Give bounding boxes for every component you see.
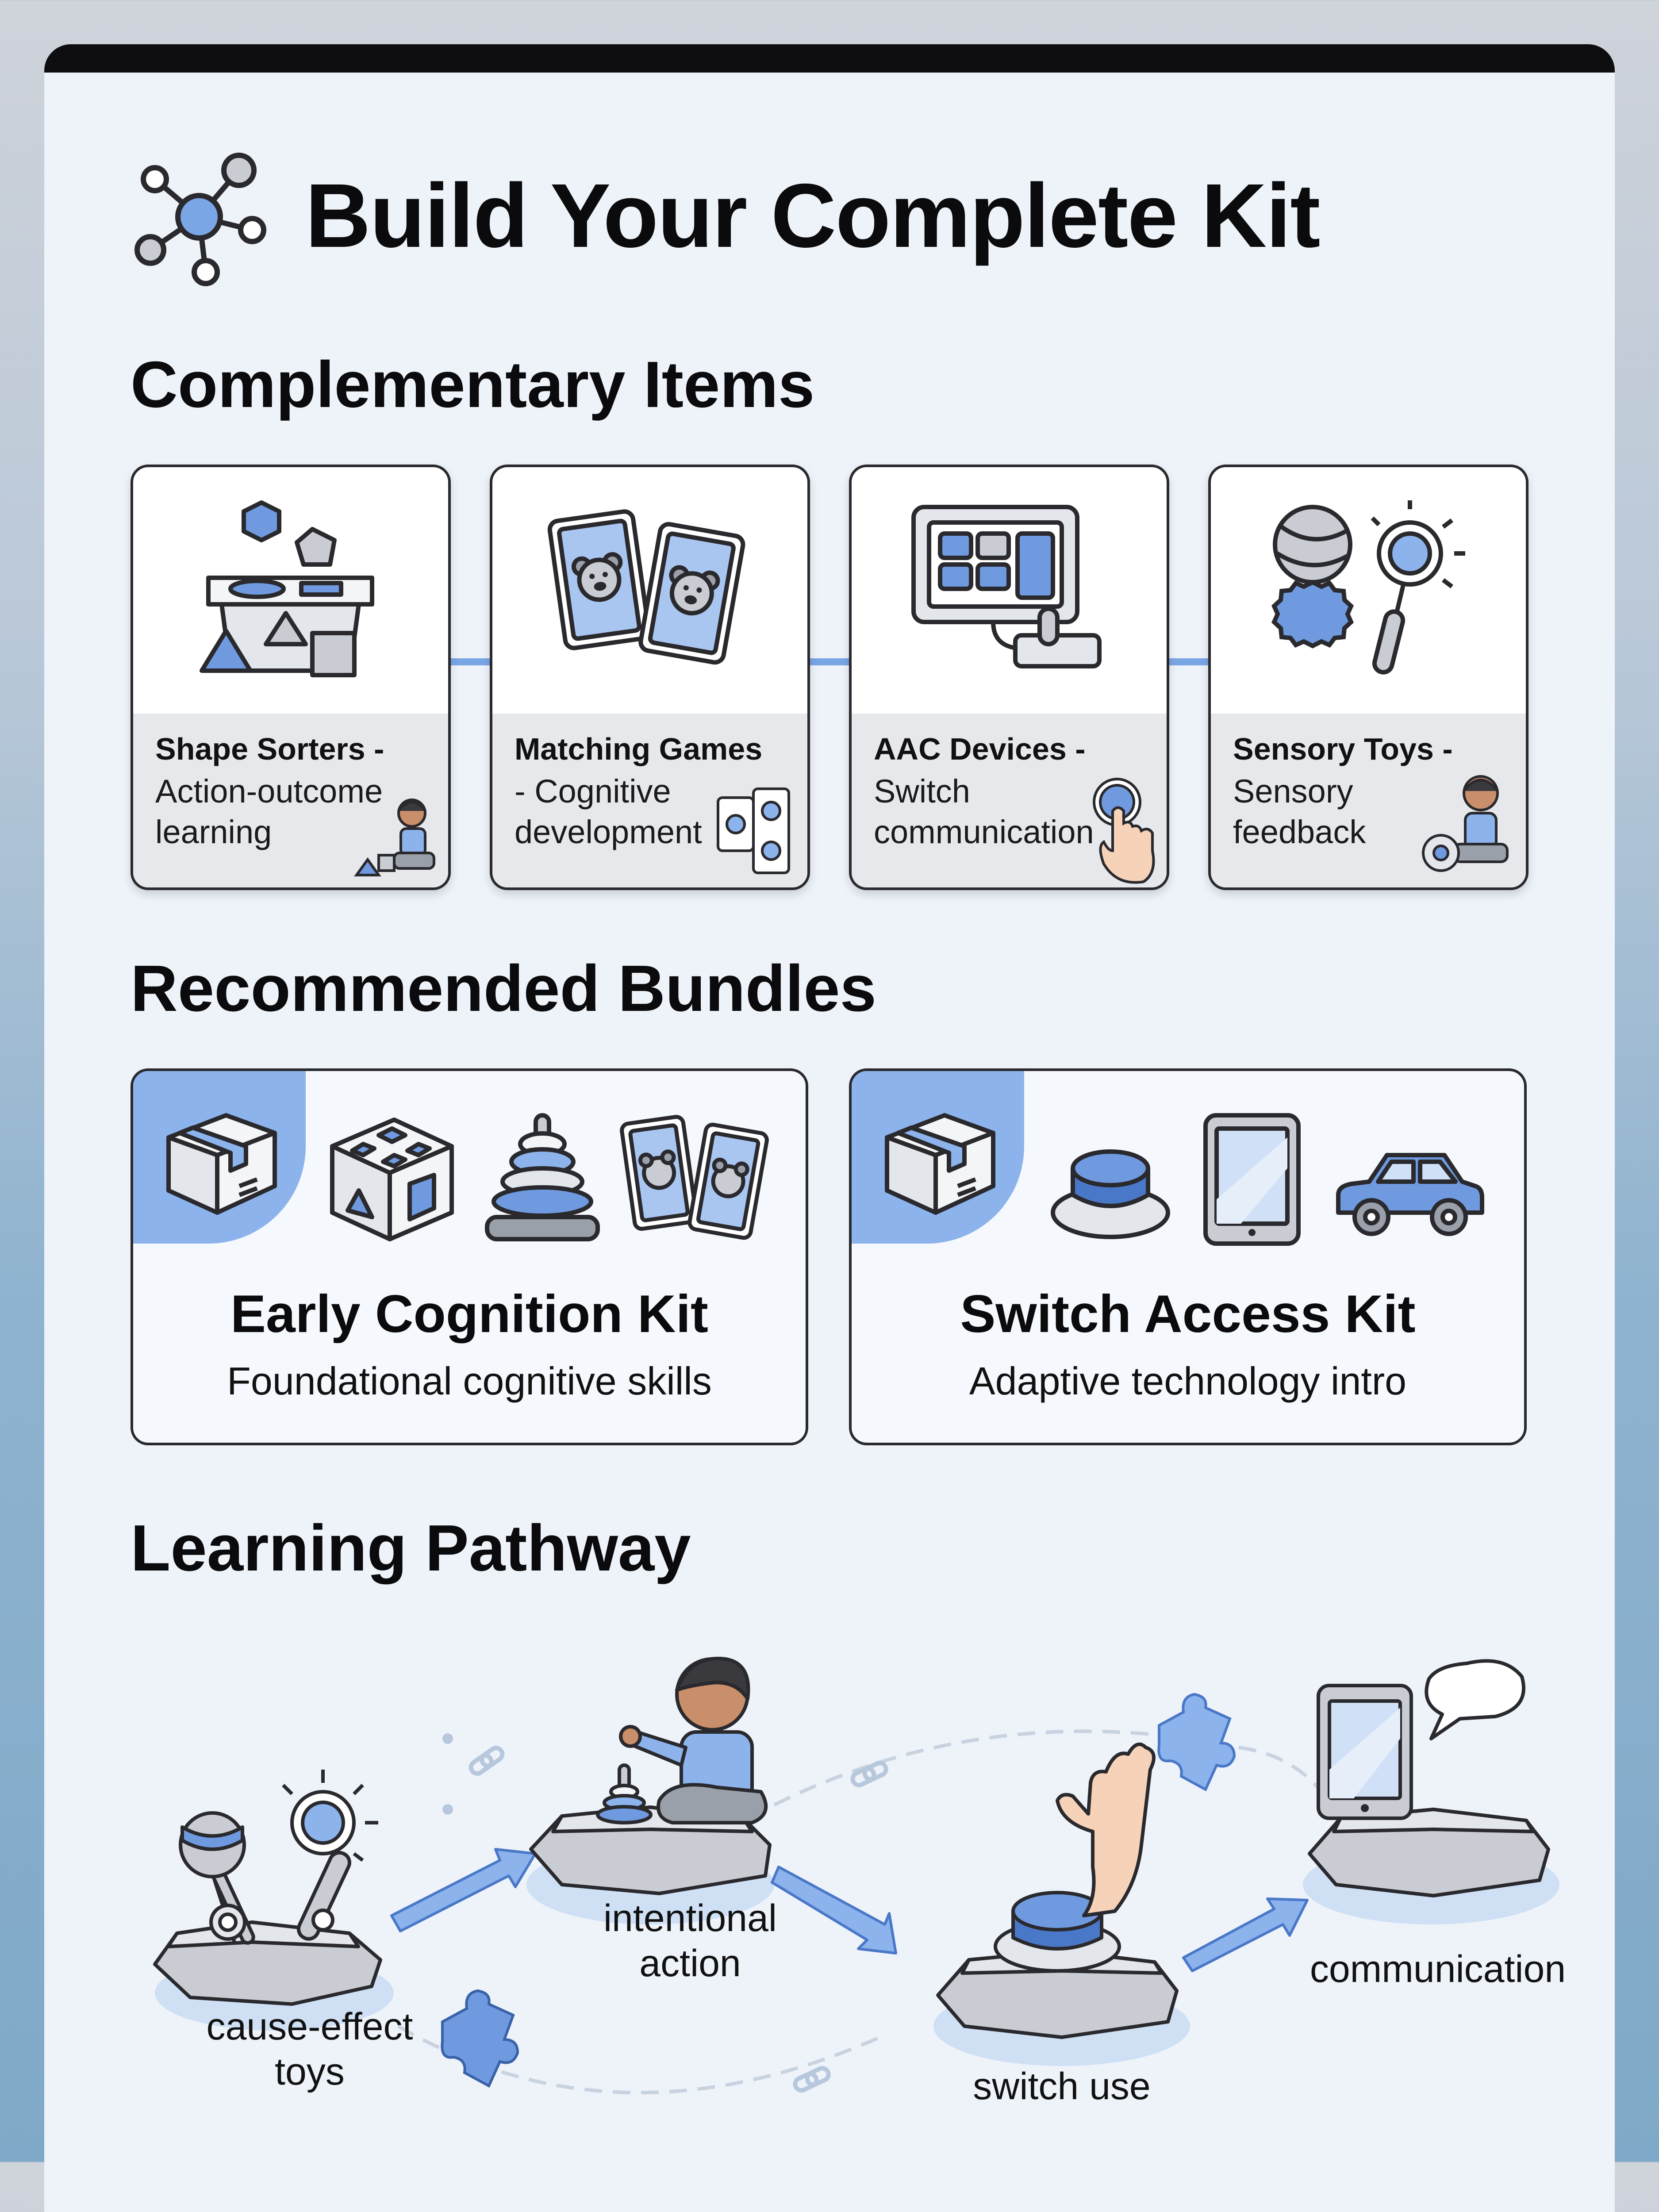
item-card-aac-devices[interactable]: AAC Devices - Switch communication (849, 465, 1169, 890)
box-icon (885, 1113, 995, 1215)
section-title-complementary: Complementary Items (131, 348, 815, 421)
shape-sorter-icon (200, 500, 374, 677)
kit-panel: Build Your Complete Kit Complementary It… (44, 44, 1615, 2212)
card-title: AAC Devices - (874, 732, 1086, 766)
item-card-shape-sorters[interactable]: Shape Sorters - Action-outcome learning (131, 465, 451, 890)
card-description: Switch communication (874, 773, 1094, 850)
step-label-intentional-action: intentional action (603, 1897, 777, 1985)
card-caption-area: Matching Games - Cognitive development (492, 714, 807, 887)
card-caption-area: AAC Devices - Switch communication (852, 714, 1167, 887)
card-caption-area: Shape Sorters - Action-outcome learning (133, 714, 448, 887)
step-label-cause-effect: cause-effect toys (206, 2005, 413, 2093)
step-icon-switch-press (933, 1742, 1190, 2066)
toy-car-icon (1336, 1153, 1484, 1236)
item-card-sensory-toys[interactable]: Sensory Toys - Sensory feedback (1208, 465, 1528, 890)
stacking-rings-icon (485, 1113, 600, 1241)
step-icon-child-stacking (526, 1656, 774, 1924)
step-label-communication: communication (1310, 1948, 1566, 1990)
connector-line (1168, 658, 1210, 665)
switch-button-icon (1051, 1149, 1170, 1239)
bundle-title: Switch Access Kit (960, 1284, 1416, 1344)
section-title-pathway: Learning Pathway (131, 1512, 691, 1585)
page-title: Build Your Complete Kit (305, 165, 1321, 266)
step-icon-cause-effect (153, 1770, 394, 2031)
connector-line (450, 658, 492, 665)
hand-press-icon (1093, 778, 1155, 884)
bundle-card-early-cognition[interactable]: Early Cognition Kit Foundational cogniti… (131, 1068, 808, 1445)
card-description: - Cognitive development (515, 773, 702, 850)
bundle-subtitle: Adaptive technology intro (969, 1359, 1407, 1403)
step-label-switch-use: switch use (973, 2065, 1151, 2108)
bundle-title: Early Cognition Kit (230, 1284, 708, 1344)
card-caption-area: Sensory Toys - Sensory feedback (1211, 714, 1526, 887)
item-card-matching-games[interactable]: Matching Games - Cognitive development (490, 465, 810, 890)
bundle-card-switch-access[interactable]: Switch Access Kit Adaptive technology in… (849, 1068, 1527, 1445)
child-sensory-icon (1422, 775, 1509, 872)
sensory-toys-icon (1271, 500, 1465, 675)
network-icon (134, 153, 266, 286)
connector-line (809, 658, 851, 665)
mini-cards-icon (717, 787, 790, 874)
aac-tablet-icon (911, 505, 1102, 668)
pathway-diagram (153, 1656, 1559, 2095)
matching-cards-icon (620, 1115, 769, 1240)
card-title: Matching Games (515, 732, 763, 766)
card-description: Sensory feedback (1233, 773, 1366, 850)
section-title-bundles: Recommended Bundles (131, 952, 876, 1025)
panel-top-bar (44, 44, 1615, 73)
box-icon (166, 1113, 277, 1215)
card-title: Sensory Toys - (1233, 732, 1453, 766)
bundle-subtitle: Foundational cognitive skills (227, 1359, 712, 1403)
card-description: Action-outcome learning (155, 773, 383, 850)
step-icon-tablet-speech (1303, 1659, 1559, 1924)
child-playing-icon (354, 799, 435, 876)
matching-cards-icon (547, 509, 745, 665)
card-title: Shape Sorters - (155, 732, 384, 766)
shape-cube-icon (330, 1118, 454, 1241)
tablet-icon (1203, 1113, 1301, 1246)
